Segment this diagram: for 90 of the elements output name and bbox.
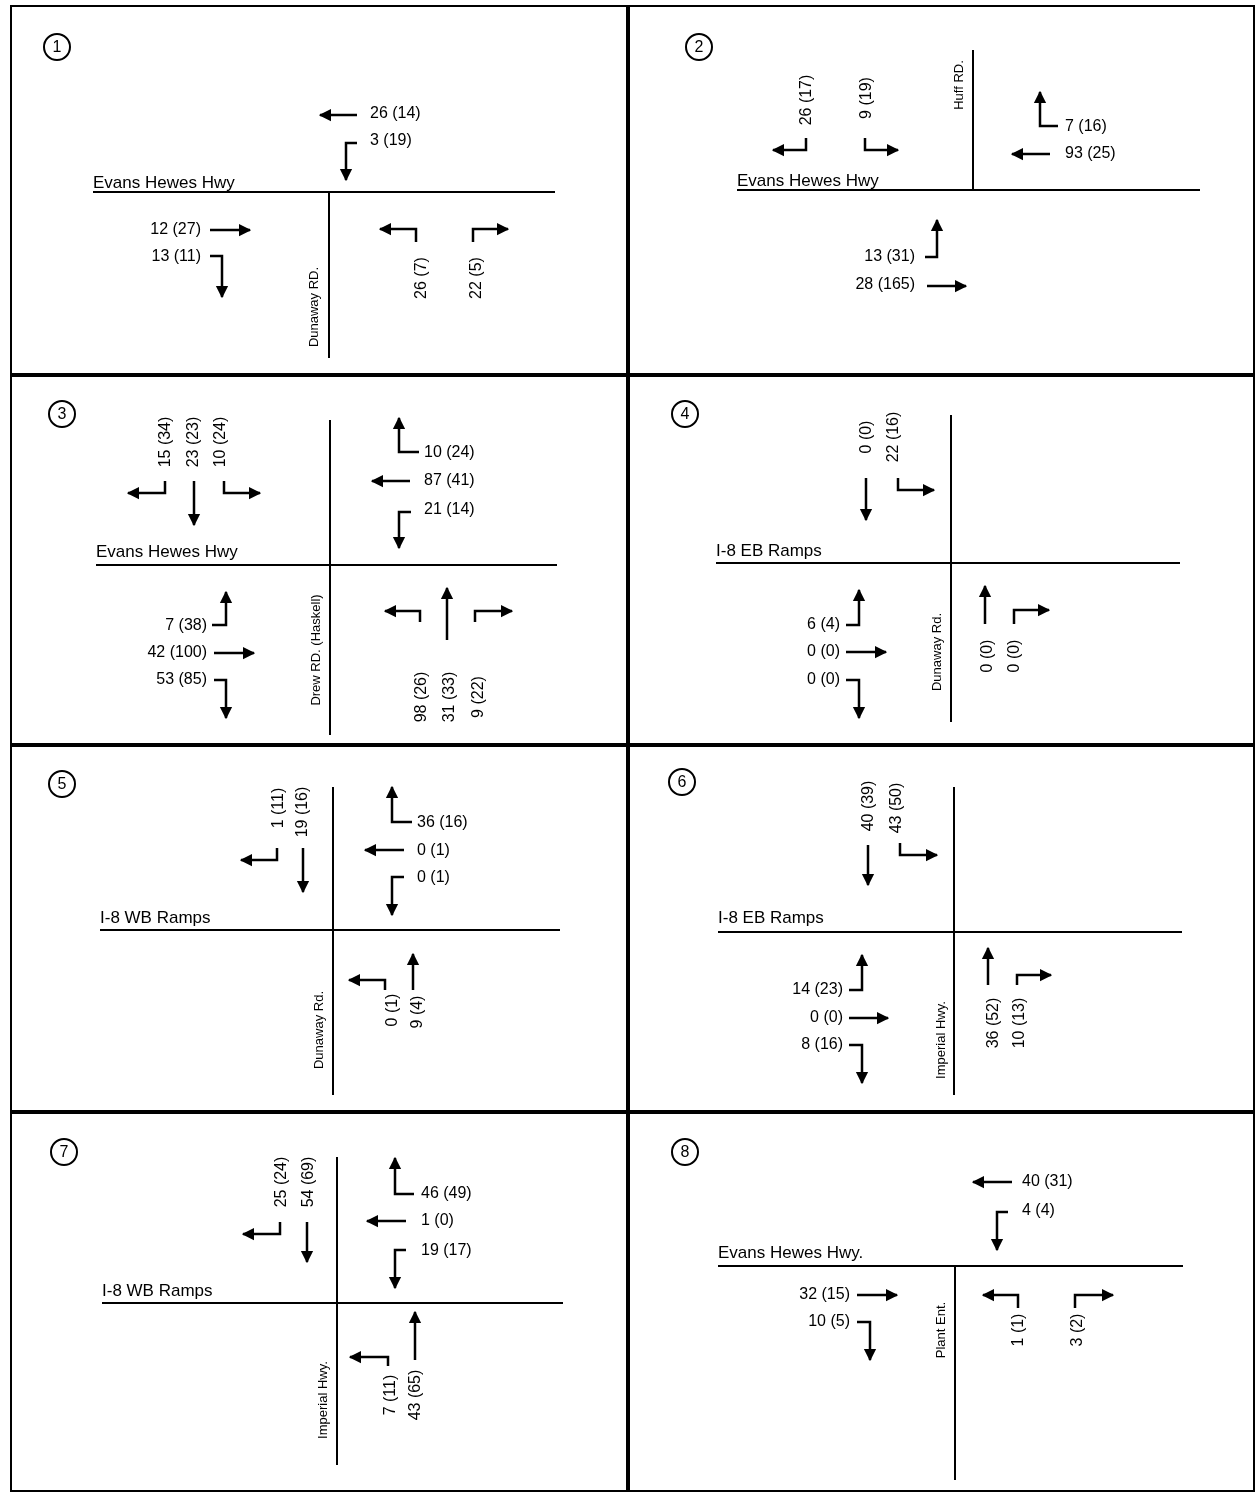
street-name: Evans Hewes Hwy: [737, 171, 879, 189]
street-name: I-8 EB Ramps: [716, 541, 822, 559]
street-name: Dunaway RD.: [306, 266, 320, 348]
volume-label: 87 (41): [424, 472, 475, 488]
volume-label: 14 (23): [792, 981, 843, 997]
volume-label: 36 (16): [417, 814, 468, 830]
volume-label: 0 (0): [858, 420, 874, 454]
street-name: Imperial Hwy.: [315, 1361, 329, 1439]
volume-label: 0 (0): [807, 643, 840, 659]
intersection-number: 4: [671, 400, 699, 428]
volume-label: 22 (5): [468, 257, 484, 299]
volume-label: 22 (16): [885, 411, 901, 463]
volume-label: 7 (16): [1065, 118, 1107, 134]
street-name: Evans Hewes Hwy.: [718, 1243, 864, 1261]
intersection-number: 3: [48, 400, 76, 428]
intersection-panel: [10, 5, 628, 375]
volume-label: 0 (0): [1006, 639, 1022, 673]
volume-label: 98 (26): [413, 671, 429, 723]
volume-label: 28 (165): [855, 276, 915, 292]
volume-label: 40 (31): [1022, 1173, 1073, 1189]
volume-label: 43 (65): [407, 1369, 423, 1421]
volume-label: 0 (0): [979, 639, 995, 673]
volume-label: 13 (11): [151, 248, 201, 264]
volume-label: 26 (7): [413, 257, 429, 299]
volume-label: 42 (100): [147, 644, 207, 660]
volume-label: 10 (24): [212, 416, 228, 468]
volume-label: 8 (16): [801, 1036, 843, 1052]
street-name: Plant Ent.: [933, 1301, 947, 1359]
street-name: Evans Hewes Hwy: [93, 173, 235, 191]
volume-label: 3 (2): [1069, 1313, 1085, 1347]
intersection-number: 5: [48, 770, 76, 798]
volume-label: 9 (4): [409, 995, 425, 1029]
volume-label: 9 (19): [858, 77, 874, 119]
intersection-number: 7: [50, 1138, 78, 1166]
volume-label: 6 (4): [807, 616, 840, 632]
volume-label: 7 (38): [165, 617, 207, 633]
volume-label: 46 (49): [421, 1185, 472, 1201]
volume-label: 7 (11): [382, 1374, 398, 1416]
intersection-panel: [628, 375, 1255, 745]
volume-label: 19 (16): [294, 786, 310, 838]
intersection-panel: [628, 5, 1255, 375]
volume-label: 0 (0): [807, 671, 840, 687]
volume-label: 13 (31): [864, 248, 915, 264]
street-name: Huff RD.: [951, 60, 965, 110]
volume-label: 54 (69): [300, 1156, 316, 1208]
intersection-number: 8: [671, 1138, 699, 1166]
intersection-panel: [10, 745, 628, 1112]
intersection-panel: [10, 375, 628, 745]
volume-label: 53 (85): [156, 671, 207, 687]
volume-label: 15 (34): [157, 416, 173, 468]
volume-label: 10 (13): [1011, 997, 1027, 1049]
volume-label: 21 (14): [424, 501, 475, 517]
street-name: I-8 EB Ramps: [718, 908, 824, 926]
intersection-number: 1: [43, 33, 71, 61]
intersection-panel: [628, 1112, 1255, 1492]
street-name: Dunaway Rd.: [311, 991, 325, 1069]
volume-label: 40 (39): [860, 780, 876, 832]
street-name: I-8 WB Ramps: [100, 908, 211, 926]
street-name: Imperial Hwy.: [933, 1001, 947, 1079]
intersection-number: 6: [668, 768, 696, 796]
intersection-panel: [10, 1112, 628, 1492]
street-name: Dunaway Rd.: [929, 613, 943, 691]
volume-label: 36 (52): [985, 997, 1001, 1049]
volume-label: 93 (25): [1065, 145, 1116, 161]
volume-label: 31 (33): [441, 671, 457, 723]
volume-label: 0 (1): [417, 842, 450, 858]
intersection-number: 2: [685, 33, 713, 61]
volume-label: 9 (22): [470, 676, 486, 718]
volume-label: 23 (23): [185, 416, 201, 468]
volume-label: 12 (27): [150, 221, 201, 237]
volume-label: 0 (0): [810, 1009, 843, 1025]
street-name: I-8 WB Ramps: [102, 1281, 213, 1299]
intersection-panel: [628, 745, 1255, 1112]
volume-label: 1 (1): [1010, 1313, 1026, 1347]
volume-label: 1 (0): [421, 1212, 454, 1228]
volume-label: 0 (1): [417, 869, 450, 885]
volume-label: 10 (5): [808, 1313, 850, 1329]
street-name: Evans Hewes Hwy: [96, 542, 238, 560]
volume-label: 10 (24): [424, 444, 475, 460]
volume-label: 0 (1): [384, 993, 400, 1027]
street-name: Drew RD. (Haskell): [308, 594, 322, 706]
volume-label: 19 (17): [421, 1242, 472, 1258]
volume-label: 26 (17): [798, 74, 814, 126]
volume-label: 4 (4): [1022, 1202, 1055, 1218]
volume-label: 3 (19): [370, 132, 412, 148]
volume-label: 1 (11): [270, 787, 286, 829]
volume-label: 26 (14): [370, 105, 421, 121]
volume-label: 43 (50): [888, 782, 904, 834]
volume-label: 32 (15): [799, 1286, 850, 1302]
volume-label: 25 (24): [273, 1156, 289, 1208]
